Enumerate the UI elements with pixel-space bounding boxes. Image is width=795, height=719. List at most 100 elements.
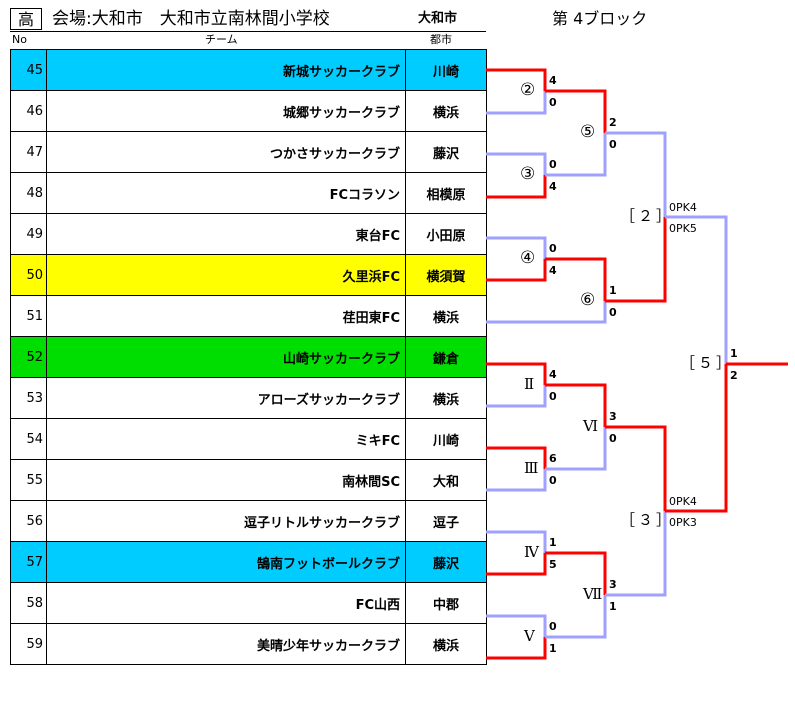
team-city: 小田原 [405,213,487,255]
team-no: 51 [10,295,47,337]
bracket-line [486,637,547,660]
team-no: 59 [10,623,47,665]
team-no: 54 [10,418,47,460]
team-city: 逗子 [405,500,487,542]
score-bottom: 0 [609,432,617,445]
team-no: 46 [10,90,47,132]
match-label: ③ [520,164,536,184]
score-bottom: 0PK5 [669,222,697,235]
bracket-line [545,595,607,639]
bracket-line [486,385,547,408]
team-name: FC山西 [46,582,406,624]
score-bottom: 5 [549,558,557,571]
team-city: 横浜 [405,90,487,132]
col-header-city: 都市 [430,33,452,46]
score-bottom: 1 [549,642,557,655]
host-city: 大和市 [418,11,458,26]
match-label: ⑤ [580,122,596,142]
bracket-line [486,614,547,637]
bracket-line [486,553,547,576]
match-label: ［２］ [620,207,675,225]
team-city: 大和 [405,459,487,501]
team-city: 相模原 [405,172,487,214]
team-city: 横浜 [405,377,487,419]
score-bottom: 0 [549,474,557,487]
team-no: 50 [10,254,47,296]
score-top: 2 [609,116,617,129]
block-title: 第 4ブロック [552,9,648,28]
bracket-line [665,215,728,364]
score-top: 6 [549,452,557,465]
team-no: 47 [10,131,47,173]
score-top: 0 [549,158,557,171]
team-no: 45 [10,49,47,91]
team-no: 55 [10,459,47,501]
team-city: 鎌倉 [405,336,487,378]
bracket-line [605,511,667,597]
team-name: 美晴少年サッカークラブ [46,623,406,665]
bracket-line [486,530,547,553]
bracket-line [605,217,667,303]
score-top: 4 [549,368,557,381]
bracket-line [545,133,607,177]
match-label: ② [520,80,536,100]
match-label: ④ [520,248,536,268]
bracket-line [486,259,547,282]
team-no: 52 [10,336,47,378]
bracket-line [545,89,607,133]
bracket-line [486,152,547,175]
match-label: ［５］ [680,354,735,372]
team-city: 横須賀 [405,254,487,296]
score-top: 1 [730,347,738,360]
score-bottom: 0 [549,96,557,109]
score-bottom: 0 [549,390,557,403]
score-top: 0 [549,620,557,633]
score-bottom: 0 [609,138,617,151]
score-top: 1 [609,284,617,297]
bracket-line [545,257,607,301]
team-city: 横浜 [405,623,487,665]
bracket-line [486,175,547,199]
team-name: 荏田東FC [46,295,406,337]
match-label: Ⅲ [524,459,539,477]
score-bottom: 2 [730,369,738,382]
score-bottom: 0PK3 [669,516,697,529]
team-name: アローズサッカークラブ [46,377,406,419]
bracket-line [486,236,547,259]
bracket-line [545,427,607,471]
bracket-line [486,446,547,469]
match-label: Ⅶ [583,585,603,603]
match-label: Ⅱ [524,375,535,393]
team-city: 横浜 [405,295,487,337]
col-header-team: チーム [205,33,238,46]
header-divider [10,31,486,32]
bracket-line [486,469,547,492]
match-label: ［３］ [620,511,675,529]
match-label: Ⅴ [524,627,535,645]
team-name: 久里浜FC [46,254,406,296]
score-bottom: 0 [609,306,617,319]
team-name: 南林間SC [46,459,406,501]
score-top: 0 [549,242,557,255]
match-label: Ⅵ [583,417,599,435]
match-label: ⑥ [580,290,596,310]
team-city: 藤沢 [405,541,487,583]
team-name: 山崎サッカークラブ [46,336,406,378]
bracket-line [605,425,667,511]
bracket-line [486,301,607,324]
score-top: 4 [549,74,557,87]
bracket-line [665,364,728,513]
